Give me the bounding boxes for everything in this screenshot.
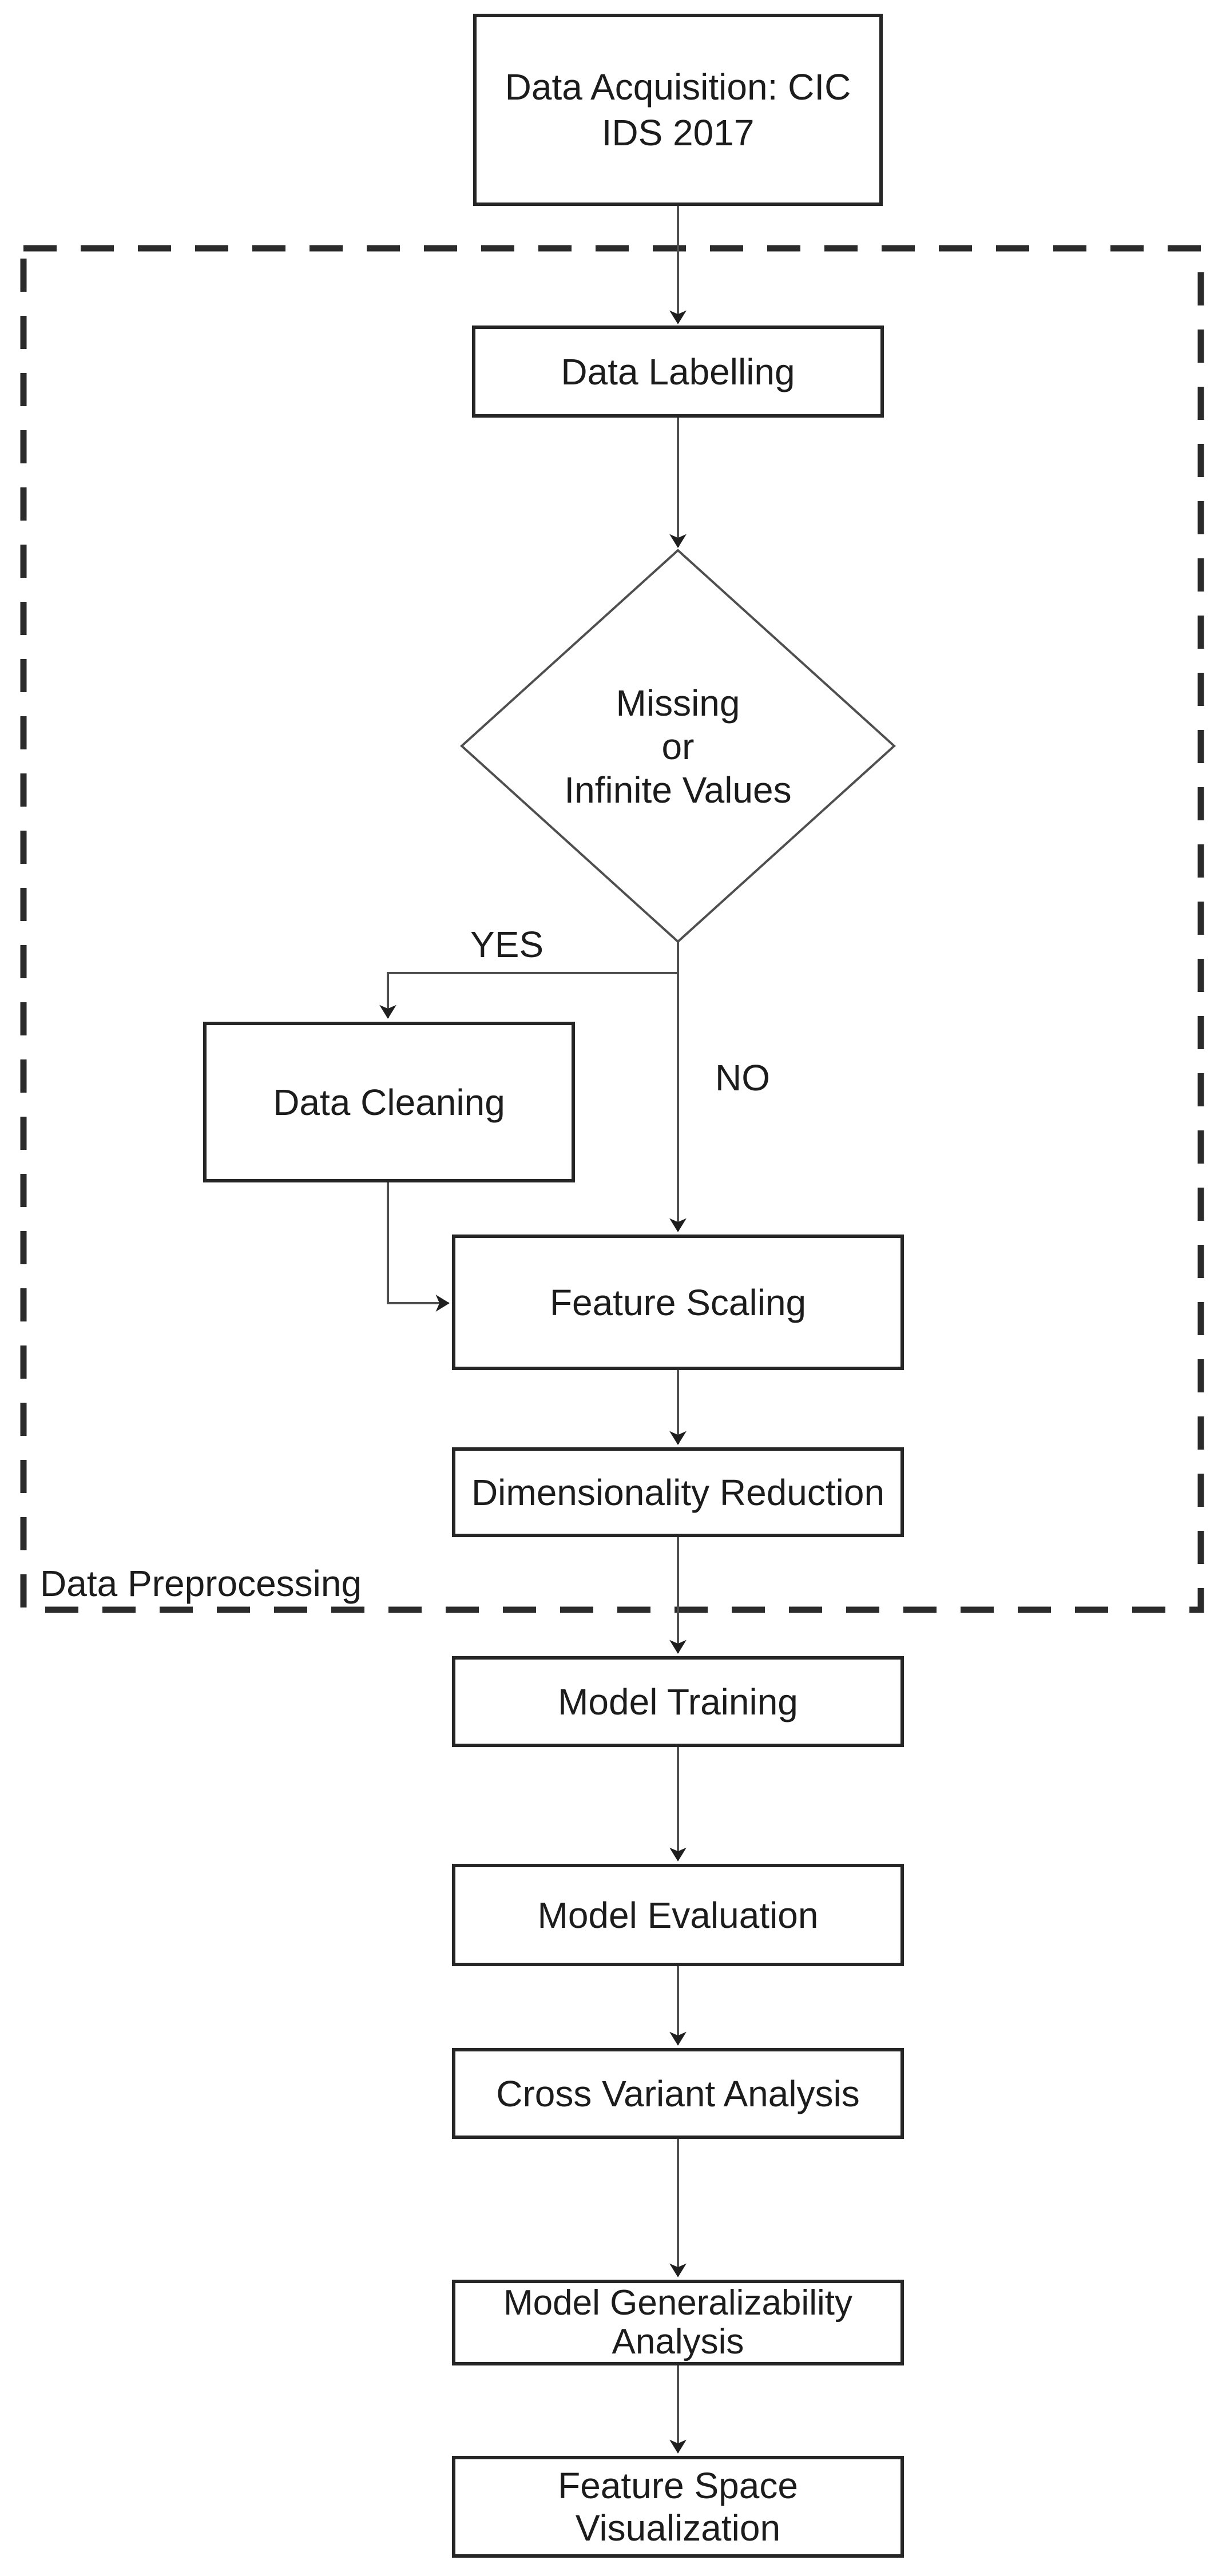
node-decision-missing-infinite-values: Missing or Infinite Values: [564, 682, 792, 811]
branch-label-yes: YES: [470, 924, 544, 965]
node-model-training: Model Training: [452, 1656, 904, 1747]
edge-decision-yes-to-data-cleaning: [379, 972, 678, 1019]
node-dimensionality-reduction: Dimensionality Reduction: [452, 1447, 904, 1537]
node-feature-scaling: Feature Scaling: [452, 1235, 904, 1370]
branch-label-no: NO: [715, 1057, 770, 1098]
data-preprocessing-group-label: Data Preprocessing: [40, 1563, 362, 1604]
node-model-evaluation: Model Evaluation: [452, 1864, 904, 1966]
node-data-cleaning: Data Cleaning: [203, 1022, 575, 1182]
node-cross-variant-analysis: Cross Variant Analysis: [452, 2048, 904, 2139]
edge-data-cleaning-to-feature-scaling: [387, 1182, 450, 1312]
node-data-labelling: Data Labelling: [472, 326, 884, 418]
node-feature-space-visualization: Feature Space Visualization: [452, 2456, 904, 2558]
node-model-generalizability-analysis: Model Generalizability Analysis: [452, 2280, 904, 2365]
data-preprocessing-group-outline: [20, 245, 1204, 1613]
node-data-acquisition: Data Acquisition: CIC IDS 2017: [473, 14, 883, 206]
